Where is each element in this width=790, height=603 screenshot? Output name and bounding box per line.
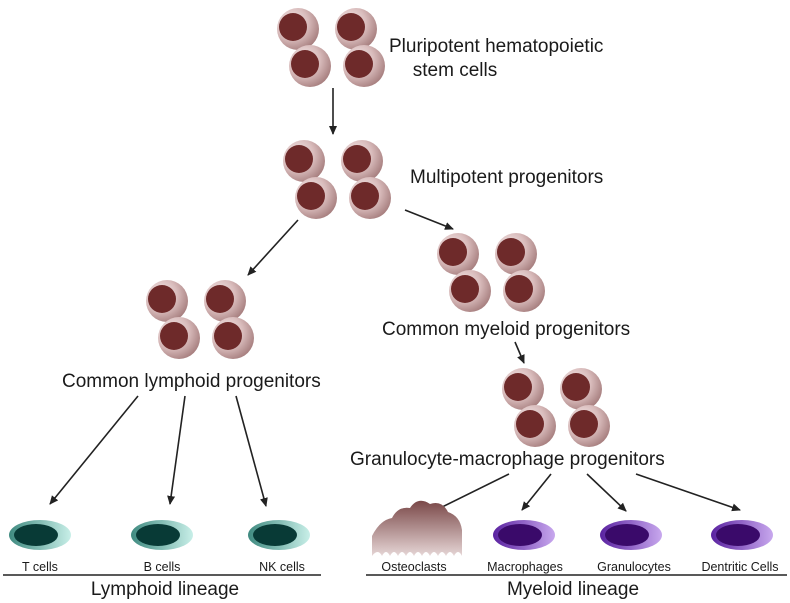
progenitor-cell-nucleus [439, 238, 467, 266]
progenitor-cell-nucleus [505, 275, 533, 303]
common-lymphoid-label: Common lymphoid progenitors [62, 371, 321, 392]
progenitor-cell-nucleus [343, 145, 371, 173]
progenitor-cell-nucleus [451, 275, 479, 303]
arrow-lymphoid-to-nk-cells [235, 395, 268, 507]
gm-progenitors-label: Granulocyte-macrophage progenitors [350, 449, 665, 470]
progenitor-cell-nucleus [285, 145, 313, 173]
macrophage-cell [493, 520, 555, 550]
pluripotent-label-line2: stem cells [413, 60, 497, 81]
progenitor-cell-nucleus [279, 13, 307, 41]
progenitor-cell-nucleus [148, 285, 176, 313]
t-cell [9, 520, 71, 550]
progenitor-cell-nucleus [206, 285, 234, 313]
progenitor-cell-nucleus [160, 322, 188, 350]
macrophages-label: Macrophages [487, 560, 563, 574]
nk-cell [248, 520, 310, 550]
osteoclast-cell [372, 500, 462, 556]
progenitor-cell-nucleus [516, 410, 544, 438]
osteoclasts-label: Osteoclasts [381, 560, 446, 574]
b-cell [131, 520, 193, 550]
multipotent-label: Multipotent progenitors [410, 167, 603, 188]
progenitor-cell-nucleus [562, 373, 590, 401]
arrow-multipotent-to-lymphoid [247, 219, 299, 276]
dendritic-cells-label: Dentritic Cells [701, 560, 778, 574]
progenitor-cell-nucleus [345, 50, 373, 78]
progenitor-cell-nucleus [291, 50, 319, 78]
pluripotent-label-line1: Pluripotent hematopoietic [389, 36, 603, 57]
arrow-myeloid-to-gm [514, 341, 525, 364]
progenitor-cell-nucleus [570, 410, 598, 438]
arrow-lymphoid-to-t-cells [49, 395, 139, 505]
common-myeloid-label: Common myeloid progenitors [382, 319, 630, 340]
arrow-lymphoid-to-b-cells [167, 395, 186, 505]
t-cells-label: T cells [22, 560, 58, 574]
progenitor-cell-nucleus [497, 238, 525, 266]
myeloid-lineage-label: Myeloid lineage [507, 579, 639, 600]
progenitor-cell-nucleus [337, 13, 365, 41]
granulocyte-cell [600, 520, 662, 550]
arrow-gm-to-dendritic-cells [635, 473, 741, 512]
lymphoid-lineage-label: Lymphoid lineage [91, 579, 239, 600]
common-lymphoid-progenitor-cluster [146, 280, 254, 359]
progenitor-cell-nucleus [214, 322, 242, 350]
gm-progenitor-cluster [502, 368, 610, 447]
pluripotent-stem-cell-cluster [277, 8, 385, 87]
granulocytes-label: Granulocytes [597, 560, 671, 574]
progenitor-cell-nucleus [297, 182, 325, 210]
multipotent-progenitor-cluster [283, 140, 391, 219]
dendritic-cell [711, 520, 773, 550]
arrow-gm-to-macrophages [521, 473, 552, 511]
nk-cells-label: NK cells [259, 560, 305, 574]
progenitor-cell-nucleus [504, 373, 532, 401]
arrow-gm-to-granulocytes [586, 473, 627, 512]
common-myeloid-progenitor-cluster [437, 233, 545, 312]
progenitor-cell-nucleus [351, 182, 379, 210]
b-cells-label: B cells [144, 560, 181, 574]
arrow-multipotent-to-myeloid [404, 209, 454, 230]
